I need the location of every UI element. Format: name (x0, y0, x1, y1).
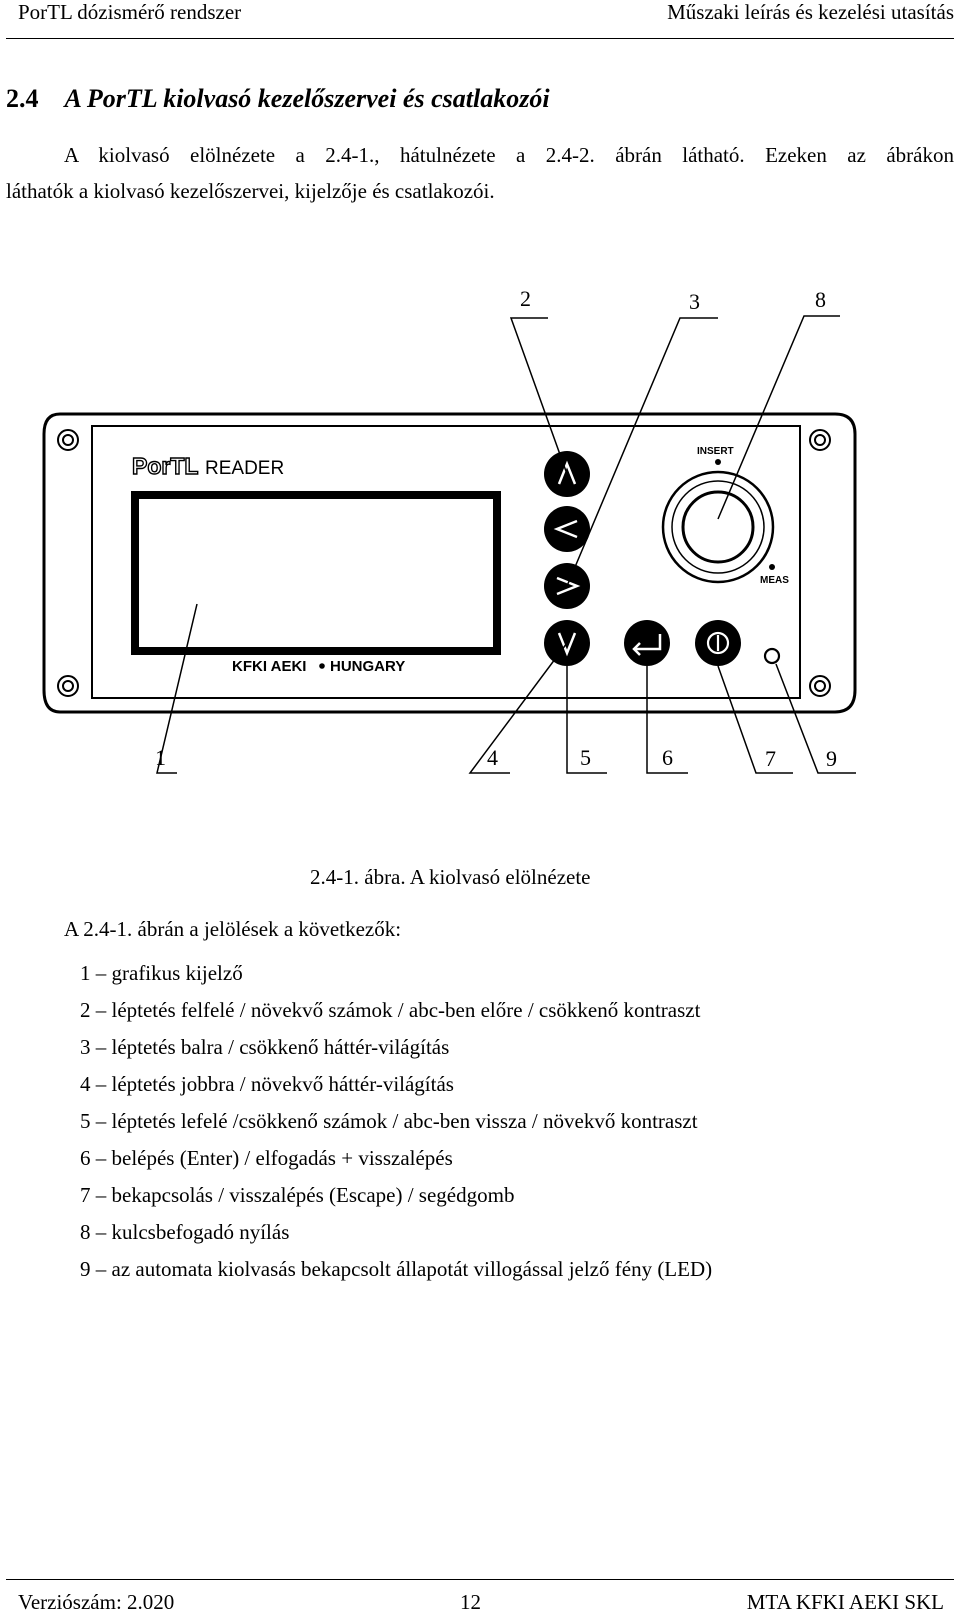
page-footer: Verziószám: 2.020 12 MTA KFKI AEKI SKL (6, 1579, 954, 1620)
legend-item: 1 – grafikus kijelző (80, 961, 243, 985)
callout-lines-top (509, 315, 840, 587)
insert-dot (715, 459, 721, 465)
enter-key[interactable] (624, 620, 670, 666)
graphic-display (131, 491, 501, 655)
mounting-screw (809, 675, 831, 697)
brand-suffix: READER (205, 458, 284, 479)
footer-version: Verziószám: 2.020 (18, 1590, 175, 1614)
callout-2: 2 (520, 286, 531, 311)
legend-item: 5 – léptetés lefelé /csökkenő számok / a… (80, 1109, 698, 1133)
enter-icon (632, 634, 662, 656)
front-panel (91, 425, 801, 699)
callout-6: 6 (662, 745, 673, 770)
header-left: PorTL dózismérő rendszer (18, 0, 242, 24)
meas-label: MEAS (760, 575, 789, 586)
power-key[interactable] (695, 620, 741, 666)
footer-organization: MTA KFKI AEKI SKL (746, 1590, 944, 1614)
legend-item: 6 – belépés (Enter) / elfogadás + vissza… (80, 1146, 453, 1170)
legend-list: 1 – grafikus kijelző 2 – léptetés felfel… (80, 955, 712, 1288)
intro-line-1: A kiolvasó elölnézete a 2.4-1., hátulnéz… (64, 143, 954, 167)
header-right: Műszaki leírás és kezelési utasítás (667, 0, 954, 24)
callout-7: 7 (765, 746, 776, 771)
callout-8: 8 (815, 287, 826, 312)
bottom-label-left: KFKI AEKI (232, 658, 306, 675)
callout-4: 4 (487, 745, 498, 770)
callout-lines-bottom (156, 603, 856, 774)
callout-3: 3 (689, 289, 700, 314)
legend-item: 8 – kulcsbefogadó nyílás (80, 1220, 290, 1244)
page-header: PorTL dózismérő rendszer Műszaki leírás … (6, 0, 954, 39)
callout-1: 1 (155, 745, 166, 770)
meas-dot (769, 564, 775, 570)
left-key[interactable] (544, 506, 590, 552)
power-icon (706, 631, 730, 655)
section-title-text: A PorTL kiolvasó kezelőszervei és csatla… (64, 84, 550, 113)
callout-5: 5 (580, 745, 591, 770)
legend-item: 2 – léptetés felfelé / növekvő számok / … (80, 998, 701, 1022)
figure-caption: 2.4-1. ábra. A kiolvasó elölnézete (310, 865, 591, 889)
section-title: 2.4 A PorTL kiolvasó kezelőszervei és csa… (6, 84, 550, 114)
label-dot (319, 663, 325, 669)
legend-item: 7 – bekapcsolás / visszalépés (Escape) /… (80, 1183, 515, 1207)
section-number: 2.4 (6, 84, 39, 113)
intro-line-2: láthatók a kiolvasó kezelőszervei, kijel… (6, 179, 495, 203)
device-housing (42, 412, 857, 714)
legend-item: 4 – léptetés jobbra / növekvő háttér-vil… (80, 1072, 454, 1096)
callout-9: 9 (826, 746, 837, 771)
status-led (763, 647, 781, 665)
intro-paragraph: A kiolvasó elölnézete a 2.4-1., hátulnéz… (6, 137, 954, 209)
brand-logo: PorTL (132, 453, 198, 479)
key-socket[interactable] (661, 470, 775, 584)
insert-label: INSERT (697, 446, 734, 457)
mounting-screw (809, 429, 831, 451)
legend-item: 9 – az automata kiolvasás bekapcsolt áll… (80, 1257, 713, 1281)
legend-item: 3 – léptetés balra / csökkenő háttér-vil… (80, 1035, 450, 1059)
footer-page-number: 12 (460, 1590, 481, 1614)
mounting-screw (57, 429, 79, 451)
bottom-label-right: HUNGARY (330, 658, 405, 675)
mounting-screw (57, 675, 79, 697)
reader-front-view-figure: PorTL READER KFKI AEKI HUNGARY INSERT ME… (42, 286, 857, 774)
legend-intro: A 2.4-1. ábrán a jelölések a következők: (64, 917, 402, 941)
